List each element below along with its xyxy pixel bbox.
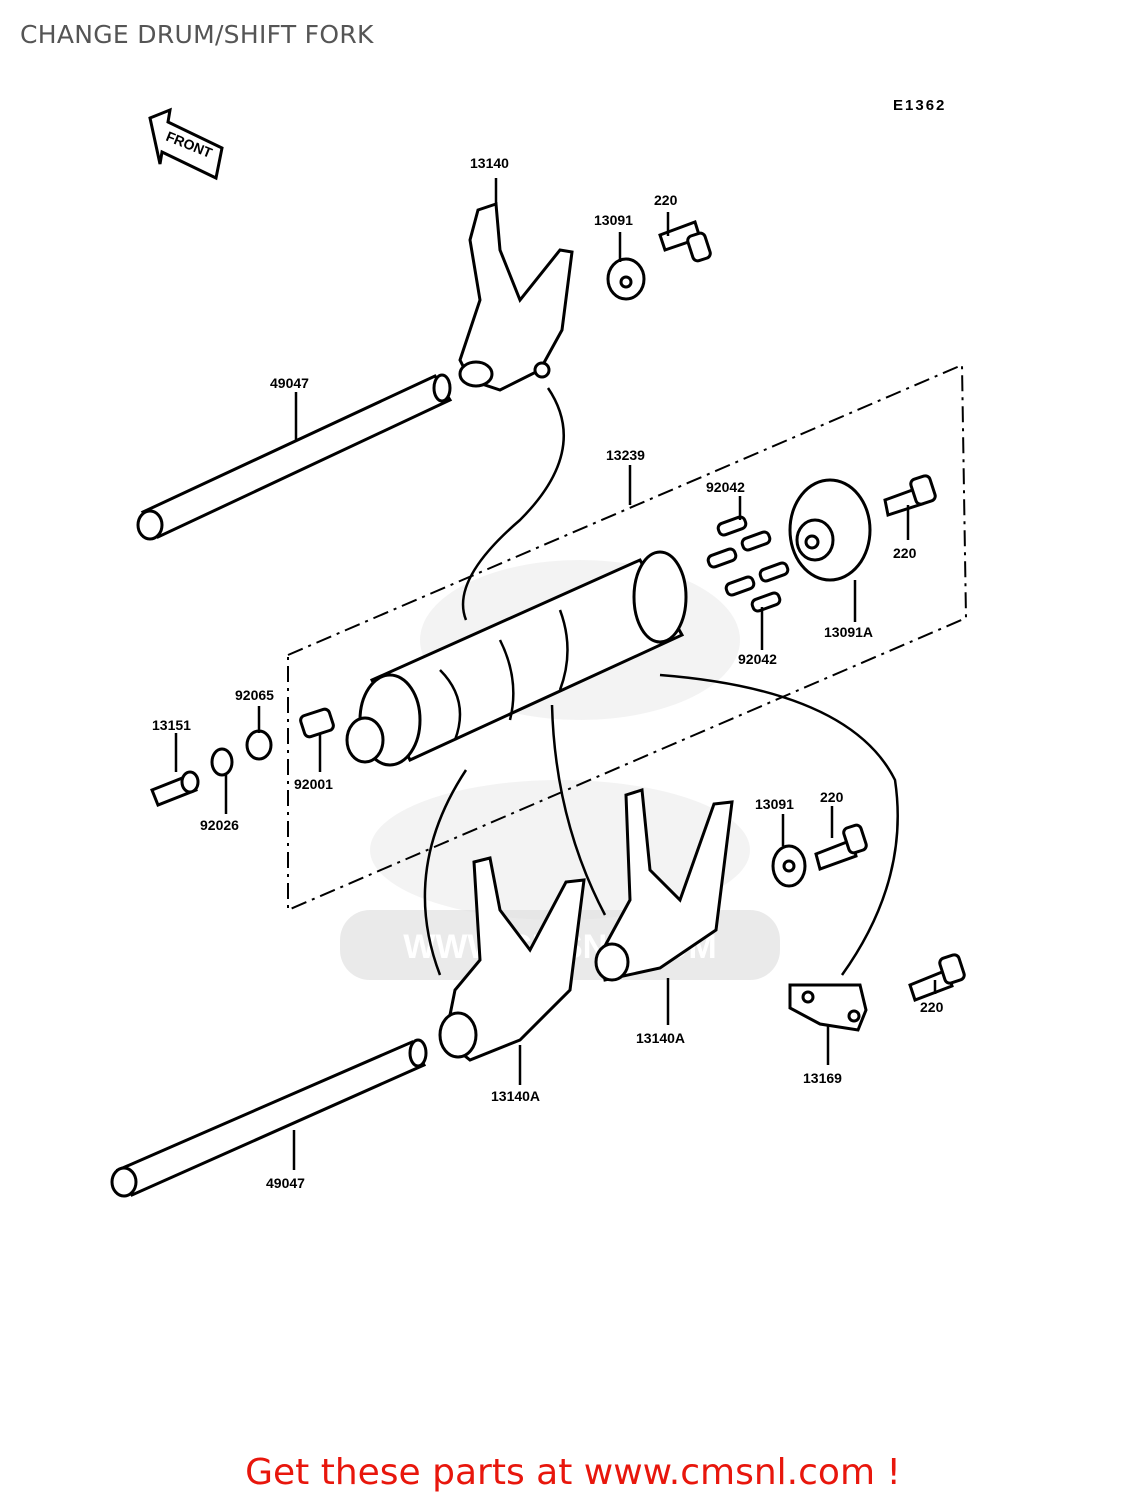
assembly-outline xyxy=(287,363,968,912)
shift-fork-mid xyxy=(594,788,734,982)
bolt-stopper xyxy=(908,953,966,1002)
label-bolt-stopper: 220 xyxy=(920,999,944,1015)
pins-set xyxy=(706,515,790,613)
leader-lines xyxy=(174,178,937,1170)
label-bolt-plate: 220 xyxy=(893,545,917,561)
label-washer-right: 13091 xyxy=(755,796,794,812)
neutral-switch xyxy=(150,770,200,807)
drum-plate xyxy=(788,478,872,582)
shift-fork-top xyxy=(458,201,574,392)
label-bolt-top: 220 xyxy=(654,192,678,208)
label-washer-switch: 92065 xyxy=(235,687,274,703)
label-bolt-switch: 92001 xyxy=(294,776,333,792)
label-switch: 13151 xyxy=(152,717,191,733)
label-washer-top: 13091 xyxy=(594,212,633,228)
seal-switch xyxy=(210,747,234,777)
label-seal-switch: 92026 xyxy=(200,817,239,833)
bolt-plate xyxy=(883,474,937,517)
stopper xyxy=(788,983,868,1032)
front-arrow-icon: FRONT xyxy=(148,107,224,181)
label-fork-mid: 13140A xyxy=(636,1030,685,1046)
bolt-right xyxy=(814,823,868,871)
label-pins-bottom: 92042 xyxy=(738,651,777,667)
label-pins-top: 92042 xyxy=(706,479,745,495)
bolt-switch xyxy=(299,707,335,739)
label-bolt-right: 220 xyxy=(820,789,844,805)
part-labels: 13140 13091 220 49047 13239 92042 92042 … xyxy=(152,155,944,1191)
shift-fork-left xyxy=(438,856,586,1062)
footer-link[interactable]: Get these parts at www.cmsnl.com ! xyxy=(245,1452,901,1493)
label-shaft-top: 49047 xyxy=(270,375,309,391)
label-stopper: 13169 xyxy=(803,1070,842,1086)
label-shaft-bottom: 49047 xyxy=(266,1175,305,1191)
label-fork-top: 13140 xyxy=(470,155,509,171)
shift-rod-top xyxy=(136,373,453,541)
washer-switch xyxy=(245,729,273,761)
change-drum xyxy=(345,550,688,767)
label-fork-left: 13140A xyxy=(491,1088,540,1104)
bolt-top xyxy=(658,220,712,263)
page-title: CHANGE DRUM/SHIFT FORK xyxy=(20,20,374,49)
label-plate: 13091A xyxy=(824,624,873,640)
label-drum: 13239 xyxy=(606,447,645,463)
diagram-code: E1362 xyxy=(893,97,946,114)
shift-rod-bottom xyxy=(110,1038,428,1198)
